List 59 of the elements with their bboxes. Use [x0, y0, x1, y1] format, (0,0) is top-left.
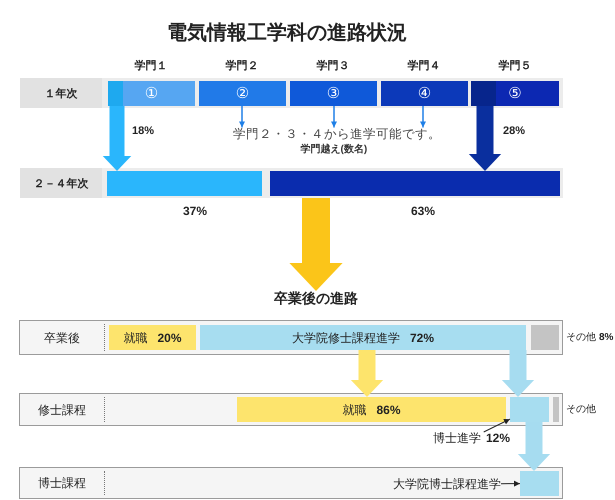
- row-band: [20, 78, 563, 108]
- block-arrow: [518, 422, 550, 471]
- callout-text: 大学院博士課程進学: [393, 478, 501, 490]
- row-header: 博士課程: [38, 477, 86, 489]
- column-heading: 学門３: [316, 60, 350, 72]
- segment-bar: [108, 81, 195, 106]
- row-header: １年次: [20, 78, 102, 108]
- circled-number: ③: [326, 86, 340, 101]
- section-heading: 卒業後の進路: [274, 291, 358, 305]
- note-text: 学門２・３・４から進学可能です。: [233, 128, 441, 140]
- block-arrow: [502, 350, 534, 397]
- edge-label: 18%: [132, 126, 154, 136]
- leader-arrow: [483, 418, 510, 432]
- bar-label: 就職 20%: [123, 332, 182, 344]
- segment-bar: [381, 81, 468, 106]
- category-label: その他 8%: [566, 333, 614, 343]
- block-arrow: [350, 350, 384, 397]
- arrow: [420, 106, 426, 128]
- circled-number: ⑤: [508, 86, 522, 101]
- block-arrow: [102, 106, 132, 171]
- block-arrow: [468, 106, 502, 171]
- edge-label: 28%: [503, 126, 526, 136]
- circled-number: ②: [236, 86, 250, 101]
- bar-segment: [200, 325, 526, 350]
- bar-segment: [531, 325, 559, 350]
- bar-segment: [510, 397, 549, 422]
- circled-number: ④: [418, 86, 432, 101]
- percentage-label: 37%: [183, 205, 208, 217]
- column-heading: 学門４: [408, 60, 440, 72]
- row-band: [19, 467, 563, 499]
- bar-segment: [520, 471, 559, 496]
- arrow: [331, 106, 337, 128]
- bar-segment: [237, 397, 506, 422]
- block-arrow: [289, 198, 343, 291]
- bar-segment: [553, 397, 559, 422]
- bar-label: 就職 86%: [342, 404, 401, 416]
- row-header: ２－４年次: [20, 168, 102, 198]
- bar-label: 大学院修士課程進学 72%: [292, 332, 434, 344]
- leader-arrow: [500, 480, 520, 487]
- circled-number: ①: [144, 86, 158, 101]
- column-heading: 学門２: [226, 60, 258, 72]
- title: 電気情報工学科の進路状況: [167, 23, 407, 43]
- percentage-label: 63%: [411, 205, 436, 217]
- category-label: その他: [566, 405, 596, 415]
- column-heading: 学門５: [498, 60, 532, 72]
- row-band: [19, 393, 563, 426]
- note-text: 学門越え(数名): [300, 145, 368, 155]
- arrow: [239, 106, 245, 128]
- column-heading: 学門１: [134, 60, 168, 72]
- bar-segment: [270, 171, 560, 196]
- segment-bar: [199, 81, 286, 106]
- segment-bar: [471, 81, 559, 106]
- segment-bar: [290, 81, 377, 106]
- row-band: [20, 168, 563, 198]
- bar-segment: [109, 325, 196, 350]
- row-band: [19, 320, 563, 355]
- row-header: 修士課程: [38, 404, 86, 416]
- callout-text: 博士進学 12%: [433, 432, 510, 444]
- row-header: 卒業後: [44, 332, 80, 344]
